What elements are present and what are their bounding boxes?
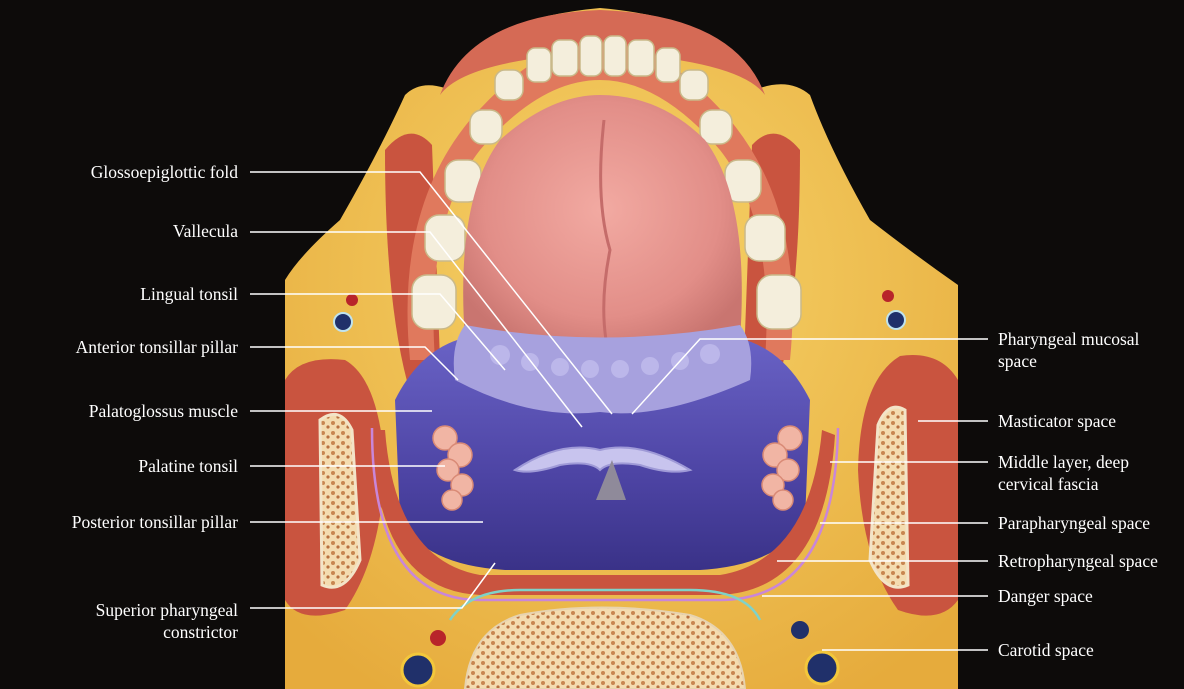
label-parapharyngeal-space: Parapharyngeal space bbox=[998, 512, 1150, 534]
label-anterior-tonsillar-pillar: Anterior tonsillar pillar bbox=[76, 336, 238, 358]
mandible-ramus-left bbox=[320, 414, 360, 587]
label-palatoglossus-muscle: Palatoglossus muscle bbox=[89, 400, 238, 422]
label-danger-space: Danger space bbox=[998, 585, 1093, 607]
label-masticator-space: Masticator space bbox=[998, 410, 1116, 432]
label-vallecula: Vallecula bbox=[173, 220, 238, 242]
label-posterior-tonsillar-pillar: Posterior tonsillar pillar bbox=[72, 511, 238, 533]
label-retropharyngeal-space: Retropharyngeal space bbox=[998, 550, 1158, 572]
label-glossoepiglottic-fold: Glossoepiglottic fold bbox=[91, 161, 238, 183]
label-pharyngeal-mucosal-space: Pharyngeal mucosal space bbox=[998, 328, 1139, 372]
label-lingual-tonsil: Lingual tonsil bbox=[140, 283, 238, 305]
label-palatine-tonsil: Palatine tonsil bbox=[138, 455, 238, 477]
vertebral-body bbox=[465, 608, 745, 689]
label-superior-pharyngeal-constrictor: Superior pharyngeal constrictor bbox=[96, 599, 238, 643]
label-middle-layer-deep-cervical-fascia: Middle layer, deep cervical fascia bbox=[998, 451, 1129, 495]
label-carotid-space: Carotid space bbox=[998, 639, 1094, 661]
